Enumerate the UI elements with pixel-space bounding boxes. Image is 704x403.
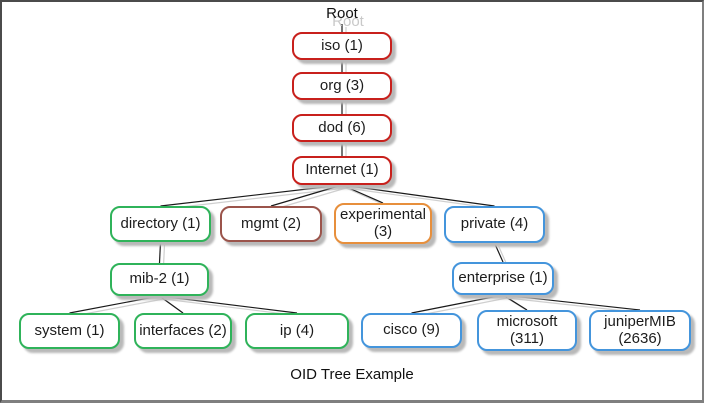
node-label-line: experimental <box>340 205 426 223</box>
node-internet: Internet (1) <box>292 156 392 185</box>
edge-mib2-ip <box>159 295 298 314</box>
node-label-line: (2636) <box>618 329 662 347</box>
node-label-line: org (3) <box>319 76 365 94</box>
node-experimental: experimental(3) <box>334 203 432 244</box>
node-label-line: cisco (9) <box>383 321 440 339</box>
node-directory: directory (1) <box>110 206 211 242</box>
edge-enterprise-junipermib <box>502 294 641 311</box>
node-microsoft: microsoft(311) <box>477 310 577 351</box>
edge-mib2-interfaces <box>159 295 184 314</box>
node-label-line: enterprise (1) <box>458 269 548 287</box>
node-junipermib: juniperMIB(2636) <box>589 310 691 351</box>
node-label-line: mib-2 (1) <box>129 270 190 288</box>
edge-mib2-system <box>69 295 160 314</box>
node-cisco: cisco (9) <box>361 313 462 348</box>
node-mib2: mib-2 (1) <box>110 263 209 296</box>
node-mgmt: mgmt (2) <box>220 206 322 242</box>
node-system: system (1) <box>19 313 120 349</box>
diagram-caption: OID Tree Example <box>290 366 414 383</box>
node-label-line: Internet (1) <box>305 161 379 179</box>
node-label-line: directory (1) <box>120 214 201 232</box>
edge-internet-directory <box>160 184 343 207</box>
root-label: Root <box>292 5 392 24</box>
node-label-line: private (4) <box>460 215 529 233</box>
node-label-line: ip (4) <box>279 321 315 339</box>
edge-internet-mgmt <box>270 184 343 207</box>
node-label-line: Root <box>326 5 358 23</box>
node-org: org (3) <box>292 72 392 100</box>
node-label-line: juniperMIB <box>604 312 676 330</box>
node-label-line: microsoft <box>496 312 558 330</box>
node-iso: iso (1) <box>292 32 392 60</box>
node-label-line: (3) <box>373 222 393 240</box>
node-label-line: mgmt (2) <box>241 214 301 232</box>
node-enterprise: enterprise (1) <box>452 262 554 295</box>
edge-internet-experimental <box>341 184 384 204</box>
node-label-line: interfaces (2) <box>139 321 227 339</box>
node-ip: ip (4) <box>245 313 349 349</box>
node-interfaces: interfaces (2) <box>134 313 232 349</box>
edge-directory-mib2 <box>158 241 162 264</box>
node-dod: dod (6) <box>292 114 392 142</box>
node-label-line: (311) <box>510 329 544 347</box>
edge-enterprise-microsoft <box>502 294 528 311</box>
node-label-line: iso (1) <box>321 36 363 54</box>
node-label-line: system (1) <box>34 321 105 339</box>
node-private: private (4) <box>444 206 545 243</box>
node-label-line: dod (6) <box>318 118 366 136</box>
edge-private-enterprise <box>493 242 504 263</box>
